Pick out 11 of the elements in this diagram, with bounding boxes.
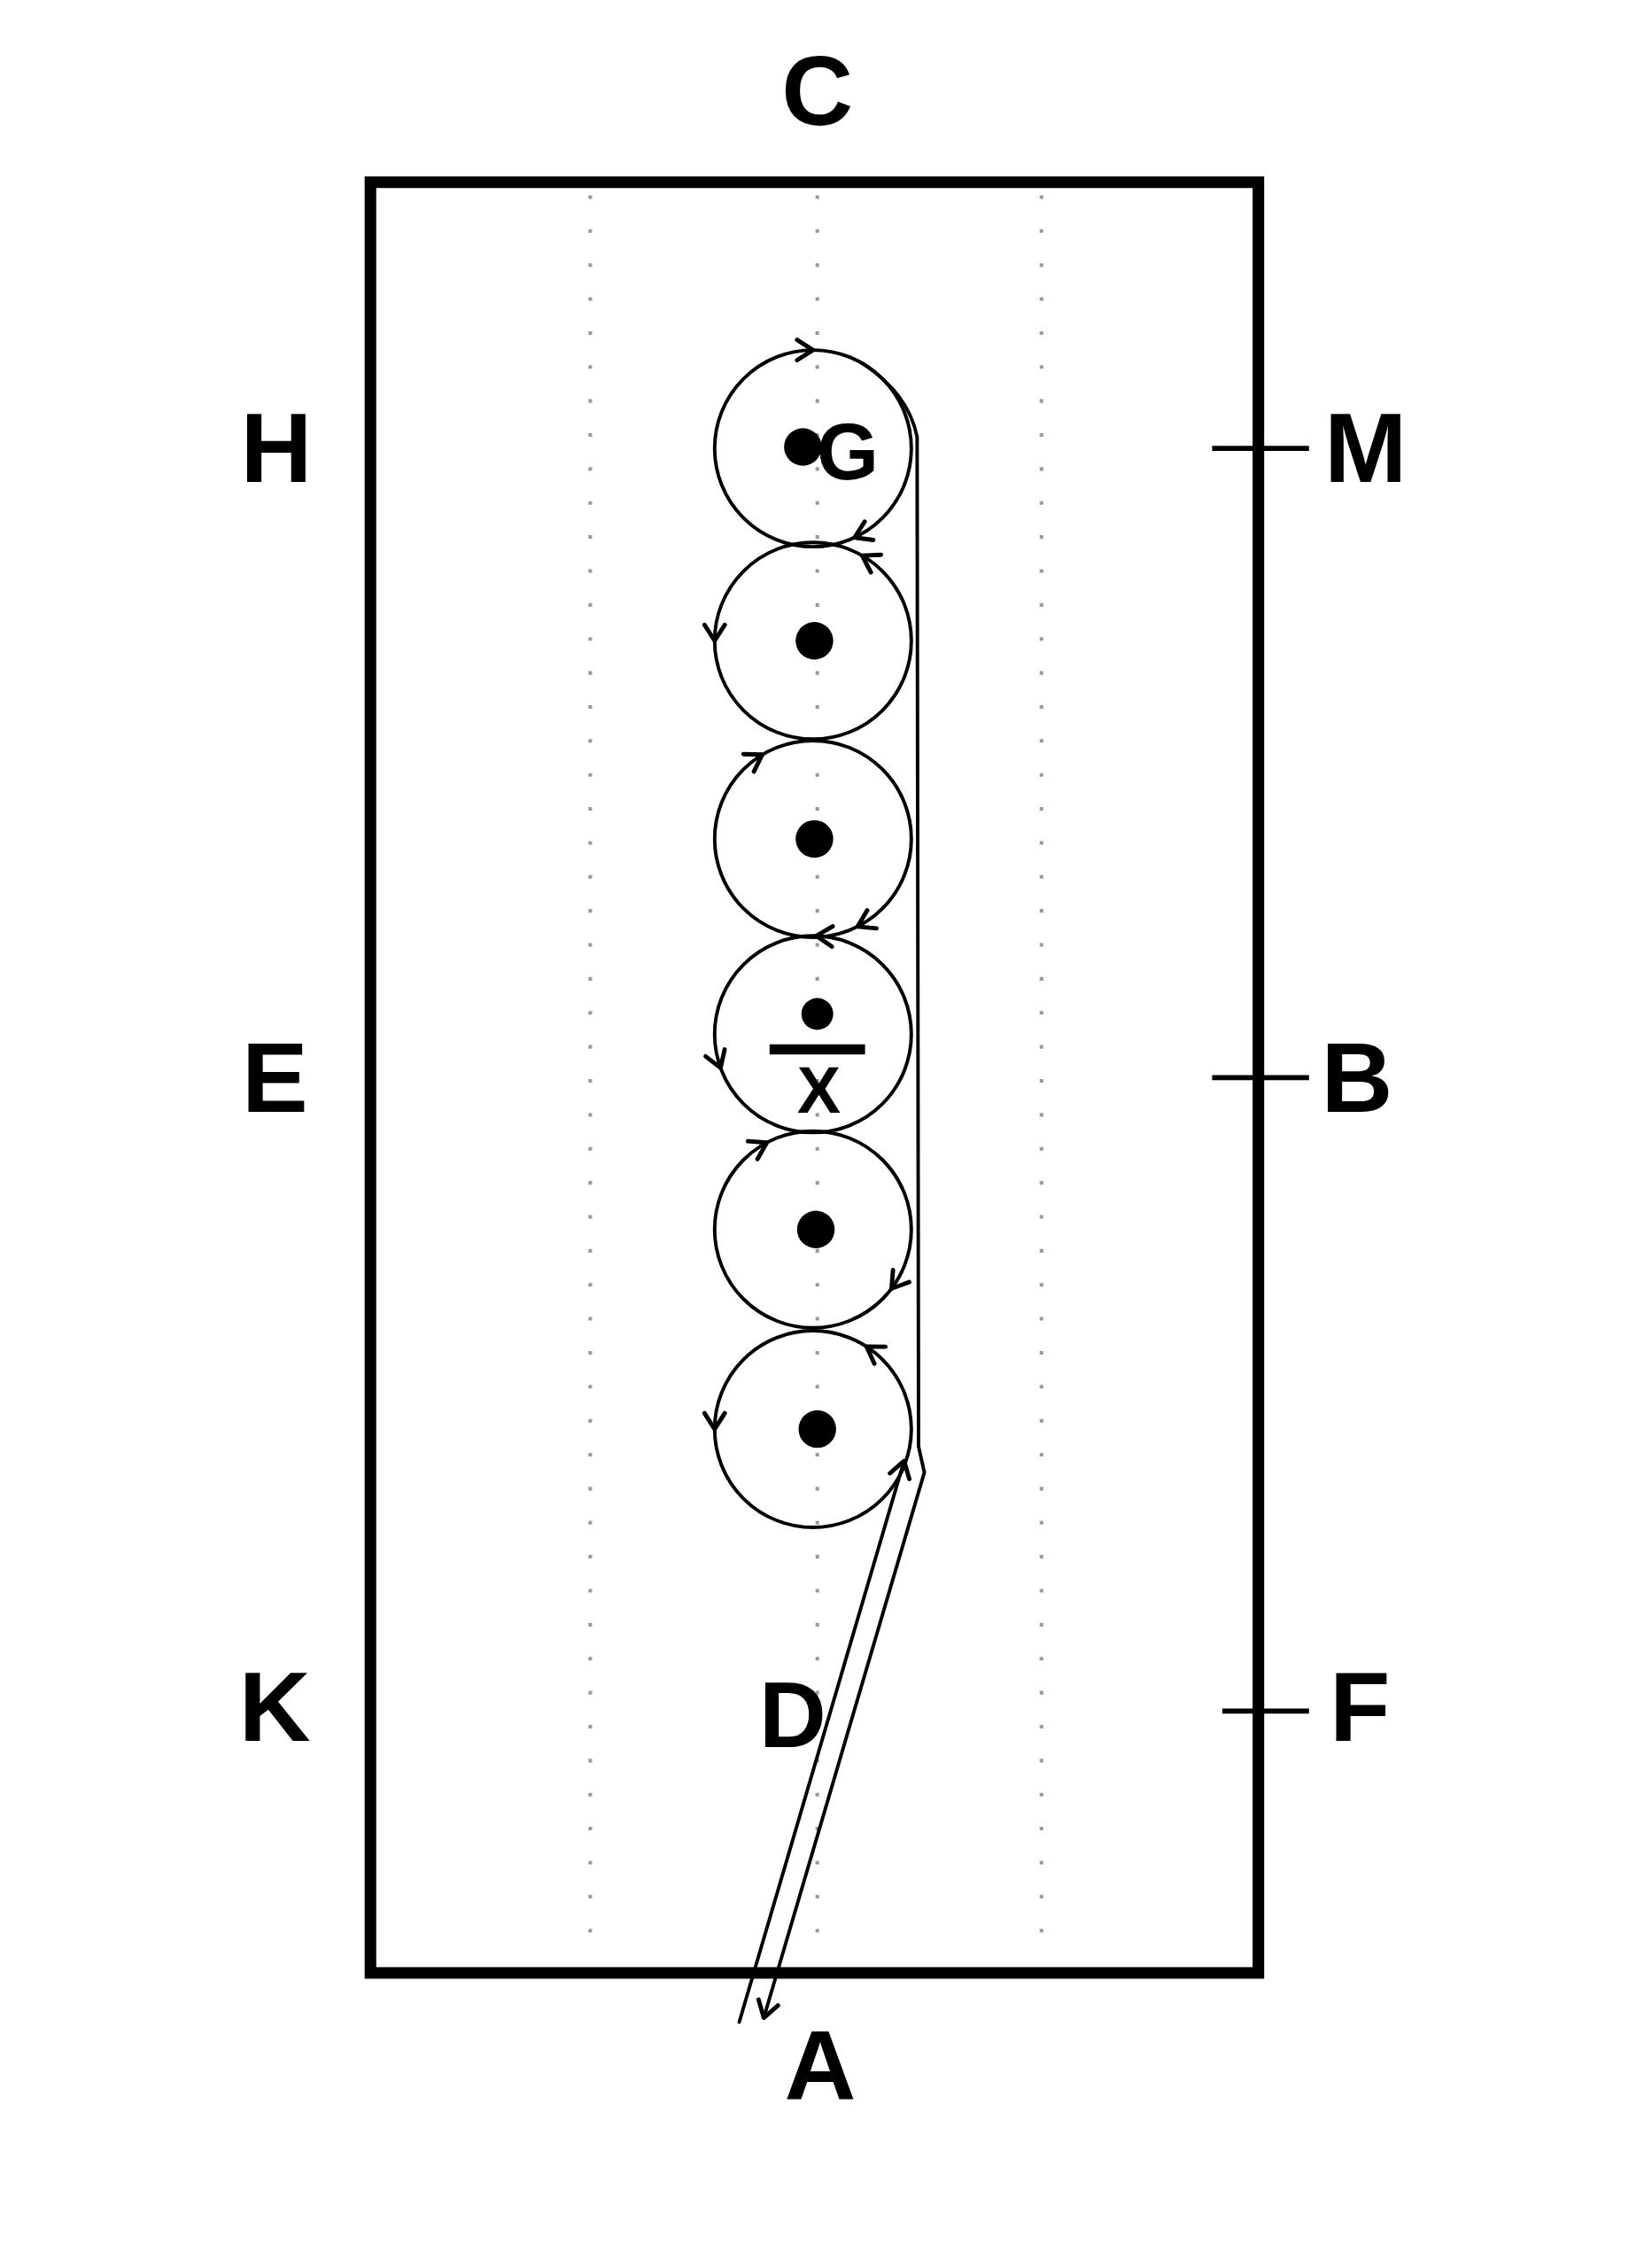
- arena-letter: M: [1324, 399, 1408, 499]
- arena-letter: K: [238, 1658, 311, 1758]
- arena-letter: A: [784, 2016, 857, 2117]
- arena-letter: G: [817, 411, 879, 492]
- arena-letter: C: [781, 41, 854, 141]
- arena-letter: D: [759, 1667, 826, 1761]
- arena-letter: B: [1321, 1028, 1393, 1128]
- arena-letter: F: [1329, 1658, 1391, 1758]
- arena-letter: X: [796, 1058, 841, 1124]
- arena-letter: E: [241, 1028, 308, 1128]
- arena-letter: H: [240, 399, 313, 499]
